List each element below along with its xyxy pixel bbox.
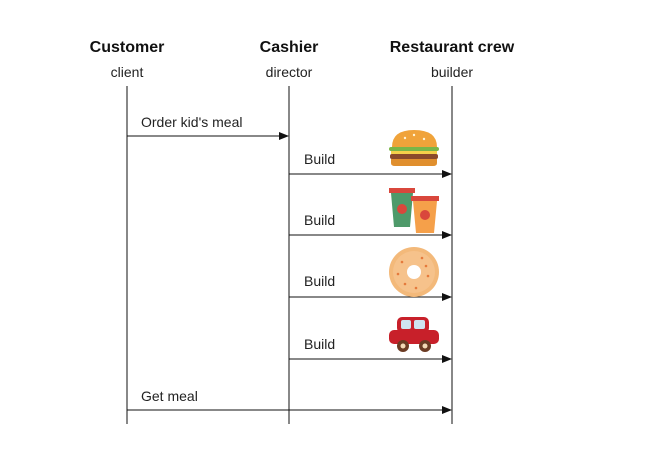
message-label-build-4: Build [304,336,336,352]
actor-customer-role: client [110,64,144,80]
message-label-order: Order kid's meal [141,114,243,130]
message-label-build-3: Build [304,273,336,289]
actor-customer-name: Customer [89,39,165,56]
toy-car-icon [389,317,439,352]
message-label-build-2: Build [304,212,336,228]
actor-cashier-role: director [265,64,313,80]
actor-cashier-name: Cashier [259,39,319,56]
actor-crew-role: builder [430,64,474,80]
burger-icon [389,130,439,166]
actor-crew-name: Restaurant crew [389,39,515,56]
message-label-get-meal: Get meal [141,388,198,404]
drink-cups-icon [389,188,439,233]
message-label-build-1: Build [304,151,336,167]
donut-icon [389,247,439,297]
